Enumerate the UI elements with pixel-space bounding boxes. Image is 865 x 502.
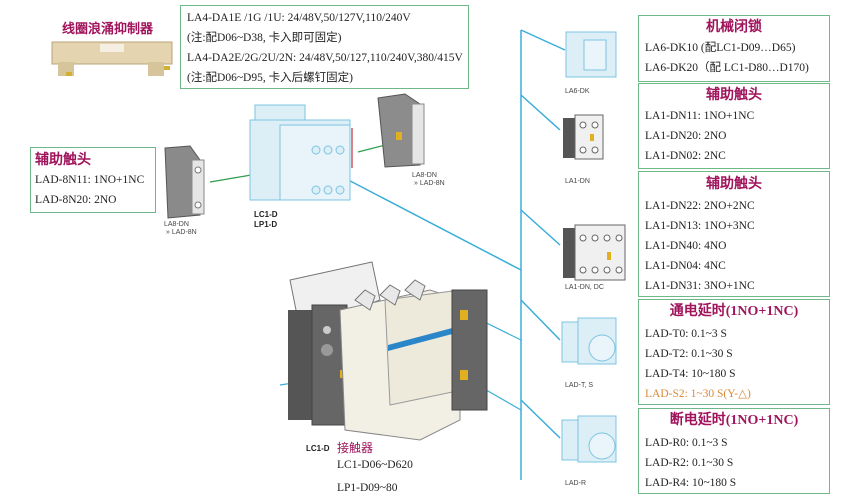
- la6dk-image: [565, 31, 617, 78]
- suppressor-line: (注:配D06~D38, 卡入即可固定): [187, 32, 342, 44]
- la1dn-dc-label: LA1-DN, DC: [565, 284, 604, 291]
- left-aux-title: 辅助触头: [35, 152, 91, 168]
- panel-title: 机械闭锁: [706, 19, 762, 35]
- ladr-label: LAD-R: [565, 480, 587, 487]
- panel-line: LAD-R4: 10~180 S: [645, 477, 737, 489]
- panel-line: LAD-T2: 0.1~30 S: [645, 348, 733, 360]
- connector-la1dn-dc: [520, 209, 561, 246]
- contactor-code: LC1-D: [306, 444, 330, 453]
- panel-line: LA1-DN20: 2NO: [645, 130, 727, 142]
- connector-la1dn: [520, 94, 561, 131]
- suppressor-spec-box: LA4-DA1E /1G /1U: 24/48V,50/127V,110/240…: [180, 5, 469, 89]
- la8-left-label-1: LA8-DN: [164, 221, 189, 228]
- contactor-title: 接触器: [337, 441, 374, 455]
- contactor-line: LP1-D09~80: [337, 482, 398, 494]
- left-aux-box: 辅助触头 LAD-8N11: 1NO+1NC LAD-8N20: 2NO: [30, 147, 156, 213]
- panel-line: LA1-DN13: 1NO+3NC: [645, 220, 755, 232]
- panel-line: LA1-DN11: 1NO+1NC: [645, 110, 755, 122]
- contactor-line: LC1-D06~D620: [337, 459, 413, 471]
- panel-title: 通电延时(1NO+1NC): [669, 304, 799, 319]
- panel-aux-contact-la1dn: 辅助触头 LA1-DN11: 1NO+1NC LA1-DN20: 2NO LA1…: [638, 83, 830, 169]
- panel-line-highlight: LAD-S2: 1~30 S(Y-△): [645, 388, 751, 400]
- panel-line: LA6-DK20（配 LC1-D80…D170): [645, 62, 809, 74]
- connector-ladts: [520, 299, 561, 341]
- connector-la6dk: [520, 29, 566, 51]
- la6dk-label: LA6-DK: [565, 88, 590, 95]
- suppressor-line: (注:配D06~D95, 卡入后螺钉固定): [187, 72, 353, 84]
- connector-small-contactor: [332, 171, 522, 271]
- panel-line: LA1-DN22: 2NO+2NC: [645, 200, 755, 212]
- left-aux-line: LAD-8N20: 2NO: [35, 194, 117, 206]
- panel-line: LAD-R0: 0.1~3 S: [645, 437, 728, 449]
- panel-line: LAD-T0: 0.1~3 S: [645, 328, 727, 340]
- lc1d-small-label: LC1-D: [254, 210, 278, 219]
- panel-title: 辅助触头: [706, 176, 762, 192]
- large-contactor-image: [288, 261, 488, 441]
- suppressor-line: LA4-DA2E/2G/2U/2N: 24/48V,50/127,110/240…: [187, 52, 463, 64]
- panel-title: 辅助触头: [706, 87, 762, 103]
- panel-aux-contact-la1dn-4: 辅助触头 LA1-DN22: 2NO+2NC LA1-DN13: 1NO+3NC…: [638, 171, 830, 297]
- la8-left-label-2: » LAD-8N: [166, 229, 197, 236]
- lad8n-left-image: [164, 145, 205, 219]
- panel-title: 断电延时(1NO+1NC): [669, 413, 799, 428]
- la1dn-image: [563, 114, 604, 160]
- suppressor-line: LA4-DA1E /1G /1U: 24/48V,50/127V,110/240…: [187, 12, 411, 24]
- panel-line: LAD-R2: 0.1~30 S: [645, 457, 734, 469]
- panel-line: LA1-DN40: 4NO: [645, 240, 727, 252]
- panel-line: LA1-DN02: 2NC: [645, 150, 726, 162]
- panel-line: LA1-DN31: 3NO+1NC: [645, 280, 755, 292]
- connector-ladr: [520, 399, 561, 439]
- suppressor-title: 线圈浪涌抑制器: [62, 22, 154, 37]
- ladr-image: [561, 415, 617, 463]
- ladts-image: [561, 317, 617, 365]
- panel-mechanical-interlock: 机械闭锁 LA6-DK10 (配LC1-D09…D65) LA6-DK20（配 …: [638, 15, 830, 82]
- la8-right-label-1: LA8-DN: [412, 172, 437, 179]
- lad8n-right-image: [377, 93, 425, 168]
- panel-line: LAD-T4: 10~180 S: [645, 368, 736, 380]
- ladts-label: LAD-T, S: [565, 382, 594, 389]
- panel-off-delay: 断电延时(1NO+1NC) LAD-R0: 0.1~3 S LAD-R2: 0.…: [638, 408, 830, 494]
- la1dn-label: LA1-DN: [565, 178, 590, 185]
- left-aux-line: LAD-8N11: 1NO+1NC: [35, 174, 145, 186]
- lp1d-small-label: LP1-D: [254, 220, 278, 229]
- la8-right-label-2: » LAD-8N: [414, 180, 445, 187]
- suppressor-image: [51, 41, 173, 76]
- panel-line: LA6-DK10 (配LC1-D09…D65): [645, 42, 796, 54]
- small-contactor-image: [249, 104, 351, 201]
- panel-line: LA1-DN04: 4NC: [645, 260, 726, 272]
- panel-on-delay: 通电延时(1NO+1NC) LAD-T0: 0.1~3 S LAD-T2: 0.…: [638, 299, 830, 405]
- la1dn-dc-image: [563, 224, 626, 281]
